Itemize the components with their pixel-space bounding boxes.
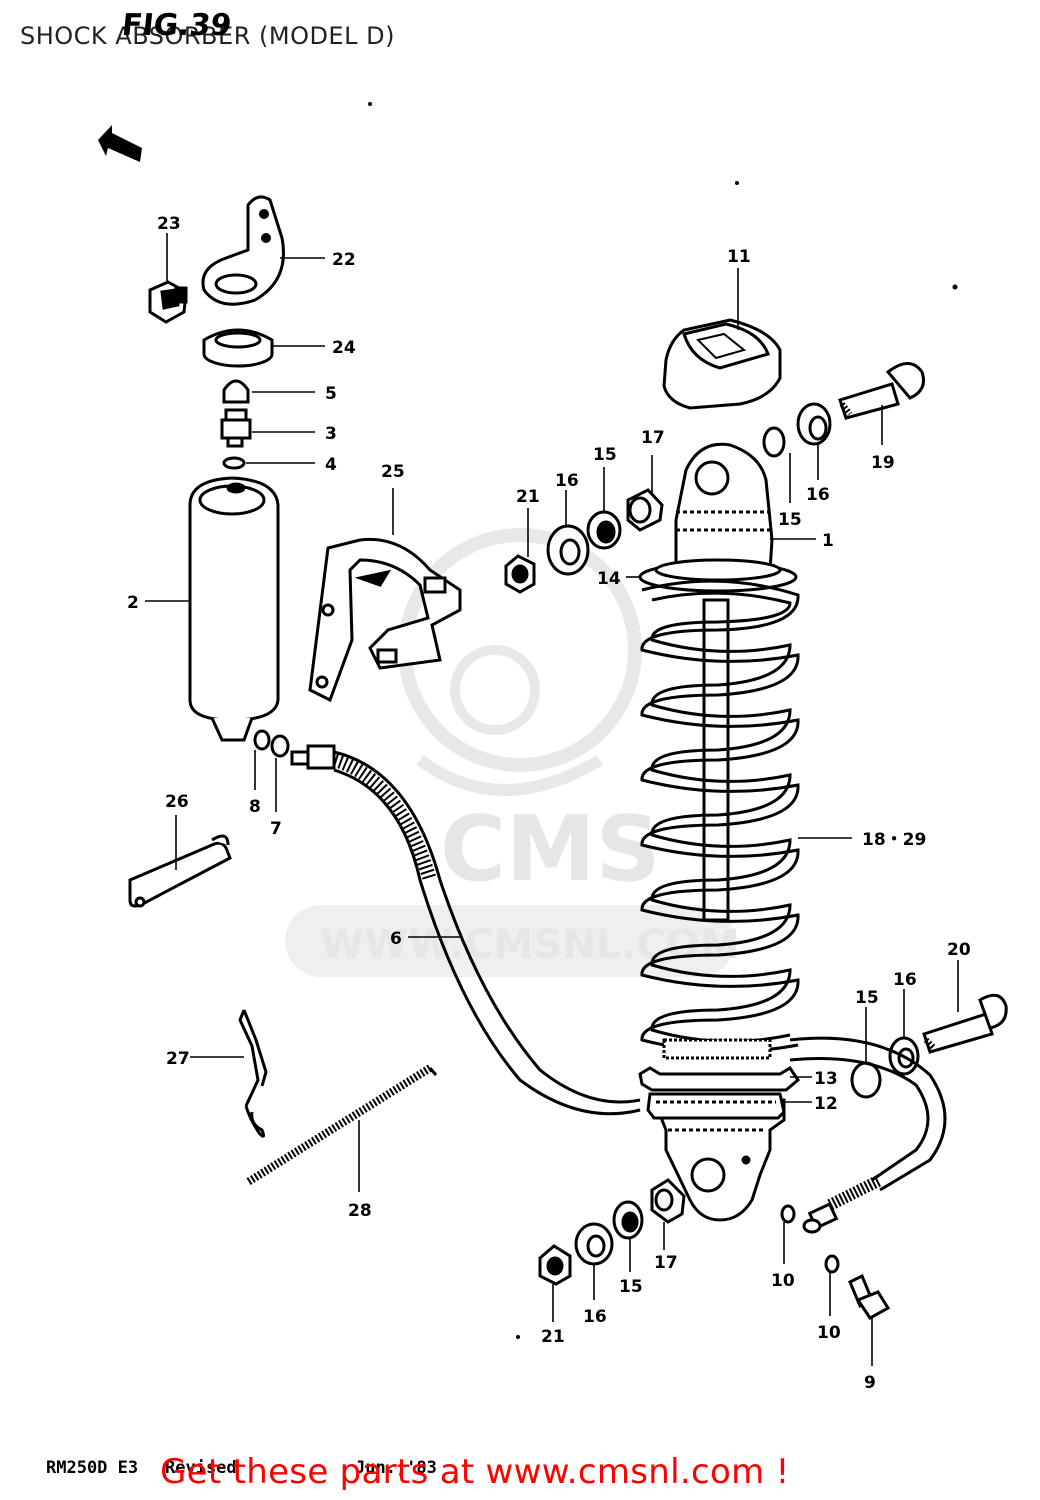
label-15-bottom: 15: [619, 1277, 643, 1297]
label-8: 8: [249, 797, 261, 817]
label-15-top: 15: [593, 445, 617, 465]
part-22-bracket: [201, 195, 285, 306]
label-10-a: 10: [771, 1271, 795, 1291]
part-14-spring-seat: [638, 558, 798, 593]
part-28-strap: [245, 1064, 438, 1186]
front-arrow-icon: [98, 125, 142, 162]
label-26: 26: [165, 792, 189, 812]
label-22: 22: [332, 250, 356, 270]
part-16-collar-bottom: [574, 1222, 614, 1266]
label-28: 28: [348, 1201, 372, 1221]
label-16-top: 16: [555, 471, 579, 491]
label-17-bottom: 17: [654, 1253, 678, 1273]
watermark-brand: CMS: [440, 797, 660, 902]
part-2-reservoir: [188, 476, 280, 742]
label-4: 4: [325, 455, 337, 475]
part-15-washer-top-right: [762, 426, 786, 458]
leader-lines: [145, 233, 959, 1366]
label-15-top-right: 15: [778, 510, 802, 530]
label-3: 3: [325, 424, 337, 444]
label-9: 9: [864, 1373, 876, 1393]
part-21-nut-bottom: [538, 1244, 572, 1286]
part-6-hose: [290, 744, 641, 1116]
label-25: 25: [381, 462, 405, 482]
label-16-top-right: 16: [806, 485, 830, 505]
part-24-nut: [202, 328, 274, 368]
part-13-lock-ring: [638, 1065, 800, 1092]
part-7-washer: [270, 734, 290, 758]
label-21-top: 21: [516, 487, 540, 507]
part-16-collar-top-left: [546, 524, 590, 576]
label-15-bottom-right: 15: [855, 988, 879, 1008]
part-23-bolt: [148, 280, 188, 324]
label-11: 11: [727, 247, 751, 267]
label-16-bottom-right: 16: [893, 970, 917, 990]
part-25-clamp: [308, 537, 462, 703]
label-18-29: 18・29: [862, 830, 926, 850]
part-11-rubber-cap: [662, 318, 782, 410]
part-12-adjuster-ring: [646, 1092, 786, 1120]
part-27-clip: [238, 1009, 268, 1138]
part-15-bearing-top: [586, 510, 622, 550]
label-24: 24: [332, 338, 356, 358]
part-26-plate: [128, 834, 232, 908]
part-15-washer-bottom-right: [850, 1061, 882, 1099]
part-9-union-bolt: [848, 1273, 891, 1320]
part-15-bearing-bottom: [612, 1200, 644, 1240]
part-10-washer-a: [780, 1204, 796, 1224]
label-12: 12: [814, 1094, 838, 1114]
revision-note: Revised: [165, 1458, 237, 1478]
promo-banner[interactable]: Get these parts at www.cmsnl.com !: [160, 1452, 790, 1492]
watermark: CMS WWW.CMSNL.COM: [285, 528, 740, 977]
label-27: 27: [166, 1049, 190, 1069]
label-21-bottom: 21: [541, 1327, 565, 1347]
label-10-b: 10: [817, 1323, 841, 1343]
label-19: 19: [871, 453, 895, 473]
label-17-top: 17: [641, 428, 665, 448]
page-title: SHOCK ABSORBER (MODEL D): [20, 22, 395, 50]
part-1-shock-body: [660, 442, 786, 1222]
part-21-nut-top: [504, 554, 536, 594]
part-10-washer-b: [824, 1254, 840, 1274]
part-4-o-ring: [222, 456, 246, 470]
watermark-url: WWW.CMSNL.COM: [320, 922, 740, 968]
label-23: 23: [157, 214, 181, 234]
part-6-hose-end: [789, 1036, 947, 1234]
part-18-spring: [640, 579, 800, 1060]
label-16-bottom: 16: [583, 1307, 607, 1327]
scan-specks: [368, 102, 958, 1339]
part-16-collar-top-right: [796, 402, 832, 446]
part-8-washer: [253, 729, 271, 751]
part-5-valve-cap: [222, 379, 250, 404]
part-3-valve: [220, 408, 252, 448]
revision-date: Jun.,'83: [355, 1458, 437, 1478]
label-13: 13: [814, 1069, 838, 1089]
label-6: 6: [390, 929, 402, 949]
part-17-bushing-bottom: [650, 1178, 686, 1224]
model-code: RM250D E3: [46, 1458, 139, 1478]
part-20-bolt: [922, 993, 1008, 1054]
label-5: 5: [325, 384, 337, 404]
part-labels: 23 22 24 5 3 4 2 8 7 25 26 6 27 28 11 19…: [127, 214, 971, 1393]
label-1: 1: [822, 531, 834, 551]
part-19-bolt: [838, 362, 925, 420]
label-7: 7: [270, 819, 282, 839]
label-14: 14: [597, 569, 621, 589]
part-17-bushing-top: [626, 488, 664, 532]
label-20: 20: [947, 940, 971, 960]
label-2: 2: [127, 593, 139, 613]
